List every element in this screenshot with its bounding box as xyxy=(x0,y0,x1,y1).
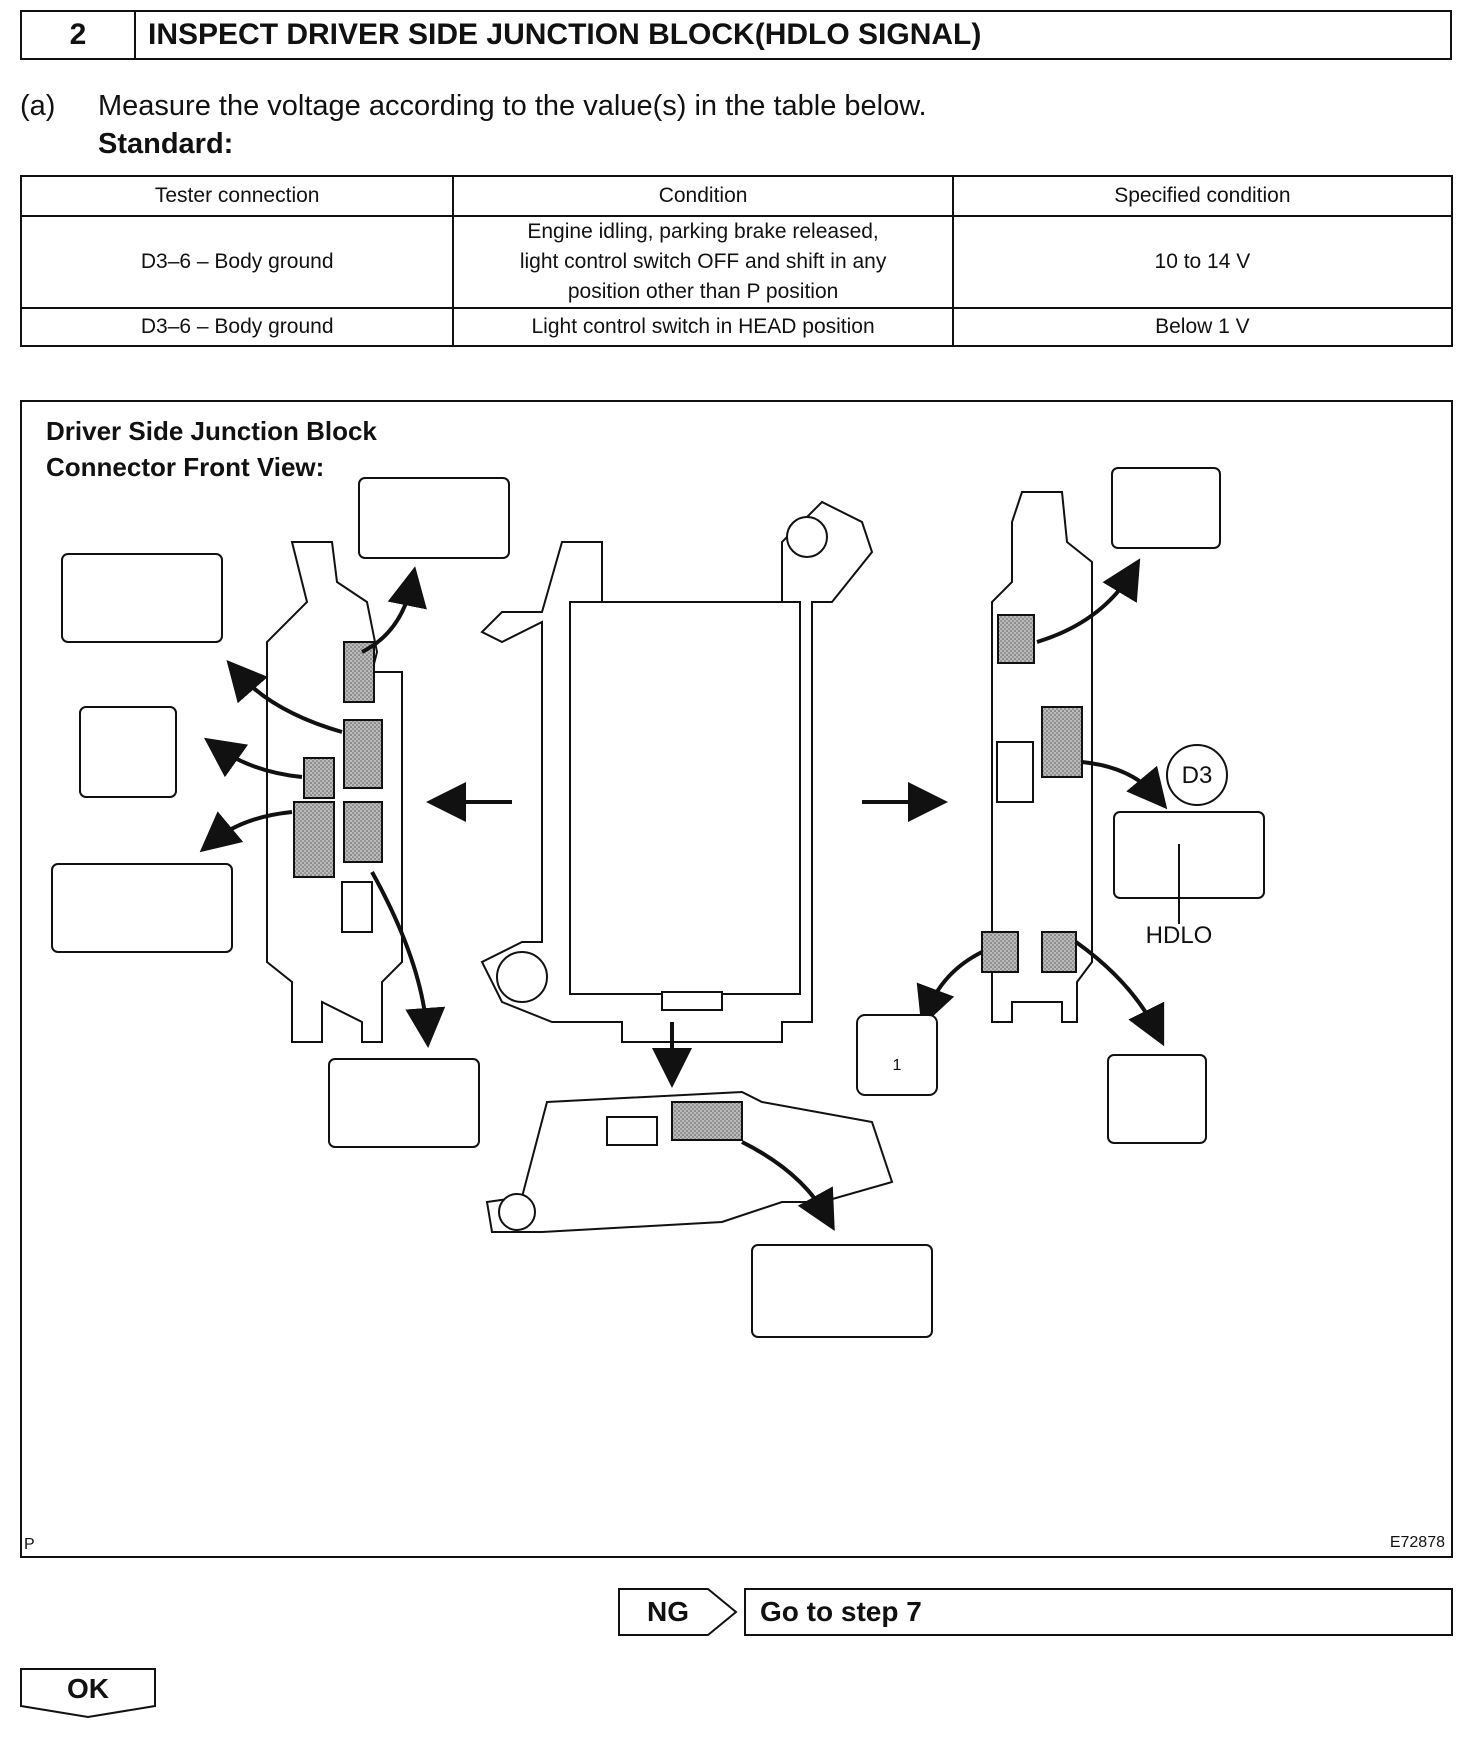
connector-id-label: D3 xyxy=(1181,762,1213,789)
connector-faces xyxy=(51,467,1265,1338)
instruction-label: (a) xyxy=(20,90,56,122)
figure-subtitle: Connector Front View: xyxy=(46,452,325,482)
figure-code: E72878 xyxy=(1389,1534,1445,1551)
connector-face xyxy=(79,706,177,798)
table-cell: Light control switch in HEAD position xyxy=(452,307,954,347)
single-pin-label: 1 xyxy=(892,1057,902,1074)
spec-table: Tester connection Condition Specified co… xyxy=(19,175,1454,347)
right-side-view-body xyxy=(981,491,1093,1023)
junction-block-diagram xyxy=(51,467,1265,1338)
table-cell: Engine idling, parking brake released, l… xyxy=(452,215,954,309)
table-row: D3–6 – Body ground Light control switch … xyxy=(19,307,1454,347)
connector-face xyxy=(1111,467,1221,549)
bottom-view-body xyxy=(485,1090,894,1233)
ok-label: OK xyxy=(67,1673,109,1704)
header-condition: Condition xyxy=(452,175,954,217)
table-row: D3–6 – Body ground Engine idling, parkin… xyxy=(19,215,1454,309)
connector-face xyxy=(358,477,510,559)
direction-arrows xyxy=(199,558,1168,1231)
ng-action-link[interactable]: Go to step 7 xyxy=(744,1588,1453,1636)
figure-footer-left: P xyxy=(24,1536,35,1553)
connector-face xyxy=(51,863,233,953)
figure-title: Driver Side Junction Block xyxy=(46,416,377,446)
header-specified-condition: Specified condition xyxy=(951,175,1454,217)
ng-label: NG xyxy=(647,1596,689,1627)
connector-figure: Driver Side Junction Block Connector Fro… xyxy=(20,400,1453,1558)
connector-face xyxy=(751,1244,933,1338)
connector-face xyxy=(1113,811,1265,899)
step-header: 2 INSPECT DRIVER SIDE JUNCTION BLOCK(HDL… xyxy=(20,10,1452,60)
connector-face xyxy=(1107,1054,1207,1144)
table-cell: 10 to 14 V xyxy=(951,215,1454,309)
left-side-view-body xyxy=(266,541,403,1043)
ok-badge: OK xyxy=(20,1668,156,1718)
table-header-row: Tester connection Condition Specified co… xyxy=(19,175,1454,217)
step-number: 2 xyxy=(22,12,136,58)
ng-badge: NG xyxy=(618,1588,738,1636)
hdlo-pin-label: HDLO xyxy=(1145,922,1213,949)
center-junction-block xyxy=(480,500,874,1043)
header-tester-connection: Tester connection xyxy=(19,175,455,217)
connector-face xyxy=(856,1014,938,1096)
instruction-text: Measure the voltage according to the val… xyxy=(98,90,927,122)
connector-face xyxy=(328,1058,480,1148)
table-cell: Below 1 V xyxy=(951,307,1454,347)
connector-id-circle xyxy=(1166,744,1228,806)
connector-face xyxy=(61,553,223,643)
table-cell: D3–6 – Body ground xyxy=(19,215,455,309)
table-cell: D3–6 – Body ground xyxy=(19,307,455,347)
standard-label: Standard: xyxy=(98,128,234,160)
step-title: INSPECT DRIVER SIDE JUNCTION BLOCK(HDLO … xyxy=(148,18,982,51)
